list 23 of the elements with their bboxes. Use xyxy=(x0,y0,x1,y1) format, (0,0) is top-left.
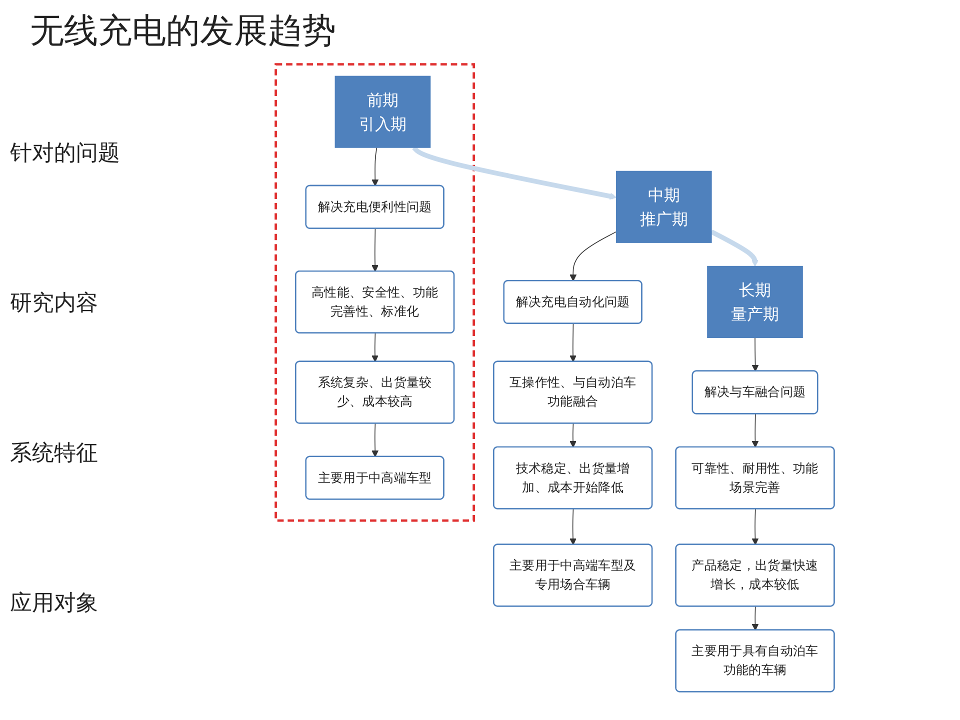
arrow xyxy=(372,332,378,362)
arrow xyxy=(752,414,759,448)
arrow xyxy=(412,146,617,200)
arrow xyxy=(570,508,576,546)
row-label: 针对的问题 xyxy=(10,140,121,168)
cluster xyxy=(274,63,475,522)
row-label: 系统特征 xyxy=(10,440,99,468)
node-box: 前期 引入期 xyxy=(334,76,431,148)
arrow xyxy=(570,423,576,448)
arrow xyxy=(570,323,576,362)
arrow xyxy=(752,508,759,546)
node-box: 长期 量产期 xyxy=(707,266,803,338)
arrow xyxy=(570,231,617,282)
arrow xyxy=(752,606,759,631)
node-box: 中期 推广期 xyxy=(616,170,712,243)
arrow xyxy=(372,228,379,272)
arrow xyxy=(710,230,758,267)
arrow xyxy=(372,147,379,186)
row-label: 应用对象 xyxy=(10,590,99,618)
arrow xyxy=(372,423,379,458)
arrow xyxy=(752,337,759,372)
row-label: 研究内容 xyxy=(10,290,99,318)
slide-title: 无线充电的发展趋势 xyxy=(30,10,337,53)
